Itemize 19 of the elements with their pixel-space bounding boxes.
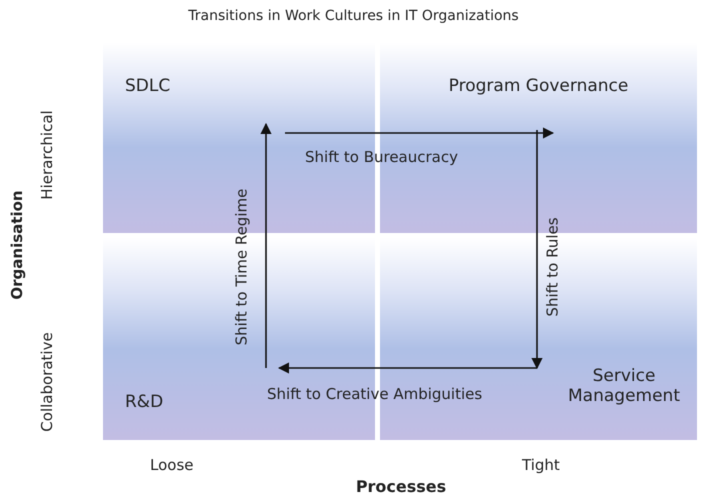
arrow (260, 122, 272, 368)
quadrant-label: Service Management (567, 366, 681, 406)
quadrant-label: SDLC (125, 76, 170, 96)
axis-title: Organisation (8, 190, 26, 300)
chart-title: Transitions in Work Cultures in IT Organizations (187, 8, 520, 24)
arrow (285, 127, 554, 139)
quadrant-label: R&D (125, 392, 164, 412)
quadrant-label: Program Governance (448, 76, 630, 96)
arrow (531, 130, 543, 370)
edge-label: Shift to Bureaucracy (305, 148, 458, 166)
arrow (278, 362, 537, 374)
axis-label: Collaborative (38, 332, 56, 432)
edge-label: Shift to Rules (544, 217, 562, 317)
edge-label: Shift to Creative Ambiguities (267, 385, 482, 403)
axis-label: Loose (150, 456, 194, 474)
axis-label: Tight (522, 456, 560, 474)
edge-label: Shift to Time Regime (232, 188, 250, 346)
axis-title: Processes (356, 477, 446, 496)
axis-label: Hierarchical (38, 110, 56, 200)
